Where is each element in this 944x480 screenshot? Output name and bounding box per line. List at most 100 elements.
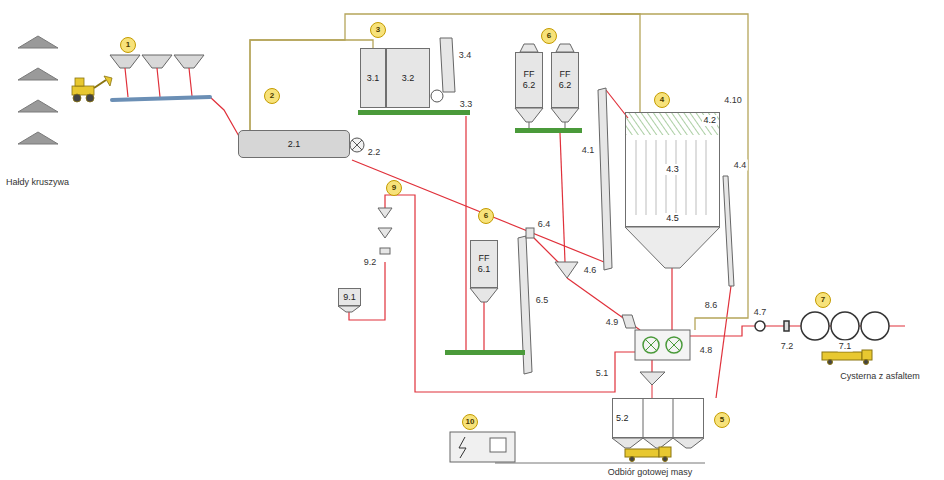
bitumen-tanks — [831, 312, 859, 340]
filler-silo: FF6.1 — [470, 240, 498, 288]
dump-truck — [659, 447, 671, 457]
burner — [352, 140, 362, 150]
callout-number: 2 — [264, 88, 280, 104]
burner — [350, 138, 364, 152]
hot-bins-screw — [431, 90, 443, 102]
aggregate-conveyor — [112, 97, 210, 100]
filler-silo: FF6.2 — [515, 52, 543, 108]
callout-number: 5 — [714, 412, 730, 428]
aggregate-conveyor — [112, 97, 210, 100]
part-label: 6.5 — [535, 295, 550, 306]
part-label: Odbiór gotowej masy — [607, 467, 694, 478]
wheel-loader — [75, 78, 84, 86]
part-label: 6.4 — [537, 219, 552, 230]
callout-number: 9 — [386, 180, 402, 196]
aggregate-heap — [18, 132, 58, 144]
control-room — [490, 438, 506, 452]
part-label: 9.2 — [363, 257, 378, 268]
mixer — [635, 330, 690, 360]
dump-truck — [625, 449, 659, 457]
callout-number: 6 — [541, 28, 557, 44]
bag-filter: 4.24.34.5 — [625, 112, 720, 227]
dryer-drum: 2.1 — [238, 130, 350, 158]
hot-bin: 3.1 — [360, 48, 386, 108]
callout-number: 10 — [462, 414, 478, 430]
callout-number: 3 — [370, 22, 386, 38]
aggregate-heap — [18, 100, 58, 112]
bitumen-tanks — [755, 321, 765, 331]
node-label: FF — [559, 69, 572, 80]
bitumen-tanks — [861, 312, 889, 340]
filler-silos — [515, 128, 582, 133]
part-label: 7.2 — [780, 341, 795, 352]
reclaimed-filler — [526, 228, 534, 238]
aggregate-heap — [18, 68, 58, 80]
material-line — [157, 68, 160, 97]
control-room — [459, 437, 466, 458]
node-label: FF — [478, 253, 491, 264]
mixer — [640, 372, 665, 385]
dust-filter — [676, 140, 677, 215]
weigh-hopper — [555, 262, 578, 278]
storage-silo: 5.2 — [612, 398, 704, 438]
part-label: 5.1 — [595, 368, 610, 379]
dust-filter — [723, 176, 734, 286]
dust-filter — [636, 140, 637, 215]
wheel-loader — [94, 80, 106, 88]
dust-filter — [666, 140, 667, 215]
part-label: 3.3 — [459, 99, 474, 110]
node-label: 6.1 — [477, 264, 492, 275]
part-label: 4.10 — [723, 95, 743, 106]
part-label: 4.7 — [753, 307, 768, 318]
callout-number: 4 — [654, 92, 670, 108]
dust-duct — [600, 14, 748, 330]
node-label: 4.3 — [665, 164, 680, 175]
aggregate-heap — [18, 36, 58, 144]
bitumen-tanker — [864, 360, 869, 365]
material-line — [465, 116, 466, 350]
node-label: 4.5 — [665, 213, 680, 224]
filler-silos — [515, 108, 543, 122]
feed-hopper — [142, 55, 172, 68]
hot-bins-screw — [358, 38, 470, 115]
mixer — [622, 315, 636, 328]
material-line — [385, 195, 635, 392]
bitumen-tanker — [822, 350, 872, 365]
part-label: 4.6 — [583, 265, 598, 276]
material-line — [671, 268, 672, 330]
feed-hopper — [110, 55, 204, 68]
mixer — [652, 385, 653, 398]
filler-silos — [565, 122, 566, 128]
part-label: Hałdy kruszywa — [5, 177, 70, 188]
reclaimed-filler — [445, 350, 525, 355]
reclaimed-filler — [470, 288, 498, 302]
part-label: 4.9 — [605, 317, 620, 328]
dust-duct — [250, 14, 640, 130]
mixer — [645, 339, 680, 351]
bitumen-tanker — [822, 352, 862, 360]
material-line — [210, 97, 240, 138]
additive-bin: 9.1 — [338, 288, 361, 306]
node-label: 5.2 — [615, 413, 630, 424]
material-line — [483, 302, 484, 350]
part-label: 8.6 — [704, 300, 719, 311]
dust-filter — [656, 140, 657, 215]
node-label: 6.2 — [522, 80, 537, 91]
dust-duct — [600, 14, 748, 330]
material-line — [651, 360, 652, 372]
wheel-loader — [72, 86, 94, 95]
dump-truck — [630, 457, 635, 462]
hot-elevator — [598, 88, 612, 270]
filler-silos — [520, 44, 538, 52]
dust-filter — [625, 227, 720, 268]
hot-bin: 3.2 — [386, 48, 430, 108]
storage-silos — [612, 438, 643, 448]
wheel-loader — [72, 76, 112, 102]
material-line — [560, 133, 565, 262]
bitumen-tanker — [862, 350, 872, 360]
burner — [352, 140, 362, 150]
bitumen-tanker — [828, 360, 833, 365]
mixer — [622, 315, 690, 398]
ground-line — [495, 463, 705, 464]
